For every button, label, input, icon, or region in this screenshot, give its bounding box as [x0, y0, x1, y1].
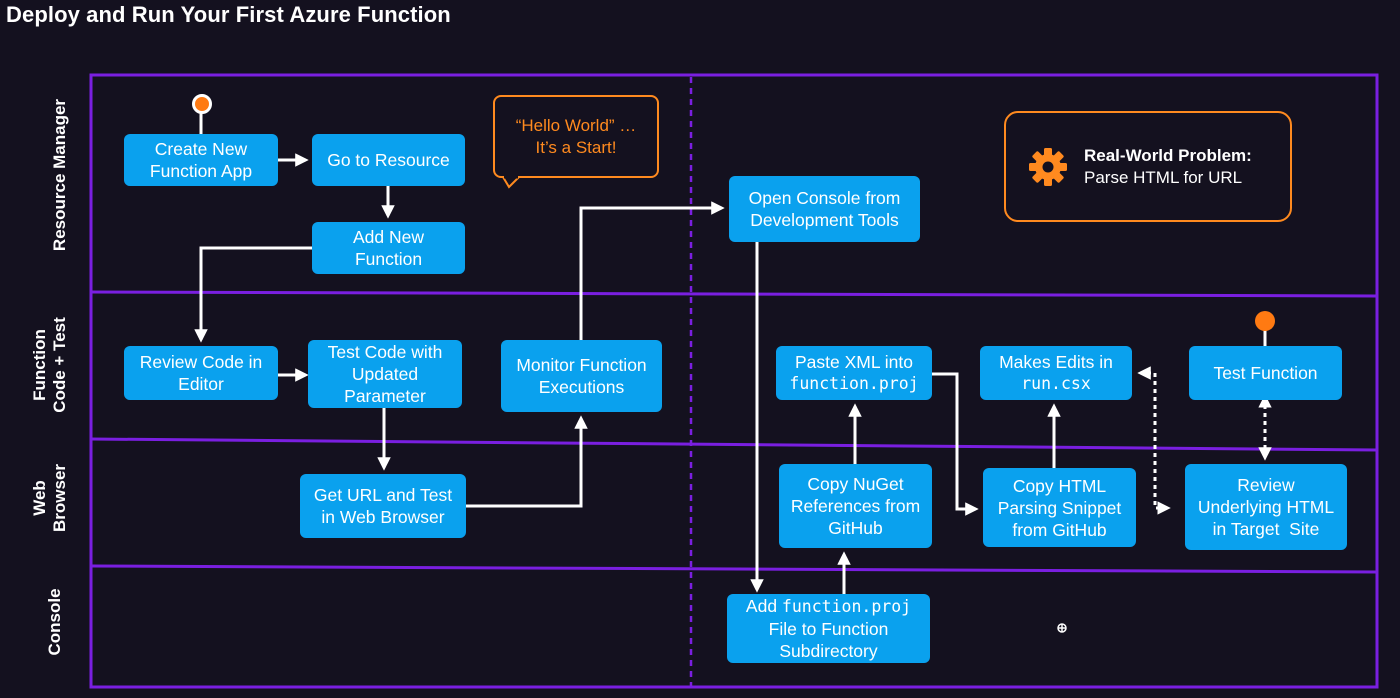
step-label: Test Code with	[327, 342, 443, 362]
step-label: Open Console from	[748, 188, 901, 208]
step-label: Parsing Snippet	[997, 497, 1122, 518]
step-add-new-function: Add New Function	[312, 222, 465, 274]
step-label: Create New	[154, 139, 248, 159]
step-label: Executions	[538, 377, 625, 397]
step-label: Updated	[351, 364, 419, 384]
step-label: Function App	[149, 161, 253, 181]
step-label: Review	[1237, 475, 1295, 495]
step-label: Makes Edits in	[999, 352, 1113, 372]
step-review-underlying-html: Review Underlying HTML in Target Site	[1185, 464, 1347, 550]
step-test-code: Test Code with Updated Parameter	[308, 340, 462, 408]
step-paste-xml: Paste XML into function.proj	[776, 346, 932, 400]
step-label: Paste XML into	[794, 352, 914, 372]
arrow-paste-to-copyhtml	[932, 372, 979, 516]
step-label: Copy HTML	[1012, 475, 1107, 496]
step-code: function.proj	[789, 374, 919, 393]
start-dot	[1255, 311, 1275, 331]
problem-text: Real-World Problem: Parse HTML for URL	[1084, 145, 1252, 189]
step-label: in Web Browser	[321, 507, 445, 527]
step-copy-html-snippet: Copy HTML Parsing Snippet from GitHub	[983, 468, 1136, 547]
step-get-url-test: Get URL and Test in Web Browser	[300, 474, 466, 538]
callout-line: It’s a Start!	[535, 137, 617, 157]
cursor-icon	[1057, 623, 1067, 633]
step-create-function-app: Create New Function App	[124, 134, 278, 186]
step-label: in Target Site	[1212, 519, 1320, 539]
dashed-arrow-review-to-edits	[1137, 366, 1171, 515]
step-test-function: Test Function	[1189, 346, 1342, 400]
arrow-geturl-to-monitor	[466, 415, 588, 508]
step-label: Get URL and Test	[313, 485, 453, 505]
step-go-to-resource: Go to Resource	[312, 134, 465, 186]
step-label: References from	[790, 496, 921, 516]
step-label: Copy NuGet	[807, 474, 904, 494]
step-label: Add	[745, 596, 782, 616]
step-code: function.proj	[781, 597, 912, 616]
step-add-function-proj: Add function.proj File to Function Subdi…	[727, 594, 930, 663]
step-label-line: Add function.proj	[746, 595, 911, 618]
step-label: Parameter	[344, 386, 426, 406]
step-label: Subdirectory	[779, 641, 878, 661]
problem-title: Real-World Problem:	[1084, 145, 1252, 165]
step-code: run.csx	[1021, 374, 1091, 393]
step-label: Underlying HTML	[1197, 497, 1335, 517]
callout-line: “Hello World” …	[515, 115, 637, 135]
step-label: Go to Resource	[327, 150, 450, 170]
step-review-code: Review Code in Editor	[124, 346, 278, 400]
step-copy-nuget: Copy NuGet References from GitHub	[779, 464, 932, 548]
step-label: Editor	[178, 374, 224, 394]
hello-world-callout: “Hello World” … It’s a Start!	[493, 95, 659, 178]
step-label: Test Function	[1213, 363, 1318, 383]
step-label: GitHub	[828, 518, 883, 538]
step-label: from GitHub	[1012, 519, 1107, 540]
problem-description: Parse HTML for URL	[1084, 167, 1243, 187]
real-world-problem-box: Real-World Problem: Parse HTML for URL	[1004, 111, 1292, 222]
step-monitor-executions: Monitor Function Executions	[501, 340, 662, 412]
step-label: Monitor Function	[516, 355, 647, 375]
step-label: File to Function	[768, 619, 889, 639]
start-dot	[192, 94, 212, 114]
step-label: Add New	[352, 227, 424, 247]
step-open-console: Open Console from Development Tools	[729, 176, 920, 242]
arrow-add-to-review	[194, 246, 312, 343]
step-label: Function	[354, 249, 423, 269]
diagram-title: Deploy and Run Your First Azure Function	[6, 2, 451, 27]
step-label: Review Code in	[139, 352, 263, 372]
step-makes-edits: Makes Edits in run.csx	[980, 346, 1132, 400]
gear-icon	[1029, 147, 1067, 186]
step-label: Development Tools	[750, 210, 899, 230]
arrow-monitor-to-console	[579, 201, 725, 340]
